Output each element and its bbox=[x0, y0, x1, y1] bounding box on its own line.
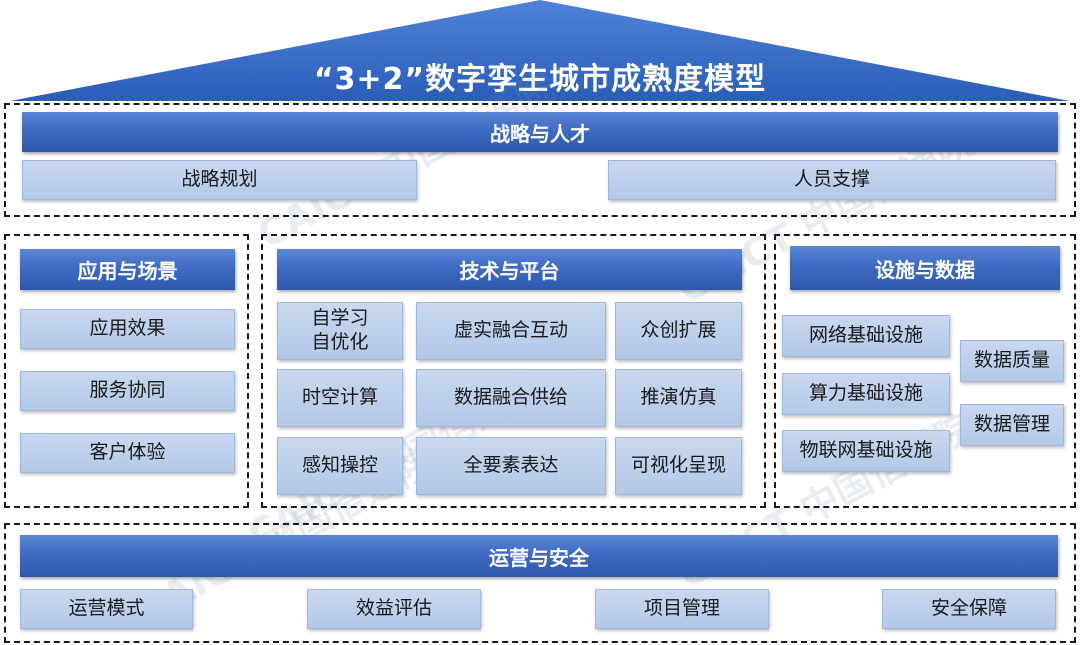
infrastructure-item-computing: 算力基础设施 bbox=[782, 373, 950, 415]
operations-item-mode: 运营模式 bbox=[20, 589, 193, 629]
technology-item-virtual-real: 虚实融合互动 bbox=[416, 302, 606, 360]
infrastructure-item-network: 网络基础设施 bbox=[782, 315, 950, 357]
operations-item-project: 项目管理 bbox=[595, 589, 769, 629]
data-item-management: 数据管理 bbox=[960, 404, 1064, 446]
operations-section bbox=[4, 523, 1076, 643]
roof-shape bbox=[10, 0, 1070, 101]
strategy-item-planning: 战略规划 bbox=[22, 160, 417, 200]
infrastructure-section bbox=[774, 234, 1076, 508]
application-section bbox=[4, 234, 249, 508]
application-item-collaboration: 服务协同 bbox=[20, 371, 235, 411]
technology-item-self-learning: 自学习 自优化 bbox=[277, 302, 403, 360]
technology-item-visualization: 可视化呈现 bbox=[615, 437, 742, 495]
application-item-experience: 客户体验 bbox=[20, 433, 235, 473]
strategy-section bbox=[4, 103, 1076, 217]
infrastructure-item-iot: 物联网基础设施 bbox=[782, 430, 950, 472]
technology-item-crowd-creation: 众创扩展 bbox=[615, 302, 742, 360]
technology-item-simulation: 推演仿真 bbox=[615, 369, 742, 427]
technology-item-spatiotemporal: 时空计算 bbox=[277, 369, 403, 427]
technology-item-data-fusion: 数据融合供给 bbox=[416, 369, 606, 427]
operations-item-evaluation: 效益评估 bbox=[307, 589, 481, 629]
technology-header: 技术与平台 bbox=[277, 249, 742, 290]
technology-item-sensing: 感知操控 bbox=[277, 437, 403, 495]
strategy-item-staff: 人员支撑 bbox=[608, 160, 1056, 200]
application-header: 应用与场景 bbox=[20, 249, 235, 290]
operations-header: 运营与安全 bbox=[20, 535, 1058, 577]
data-item-quality: 数据质量 bbox=[960, 340, 1064, 382]
strategy-header: 战略与人才 bbox=[22, 112, 1058, 152]
application-item-effect: 应用效果 bbox=[20, 309, 235, 349]
diagram-title: “3+2”数字孪生城市成熟度模型 bbox=[313, 62, 767, 97]
technology-section bbox=[261, 234, 766, 508]
operations-item-security: 安全保障 bbox=[882, 589, 1056, 629]
infrastructure-header: 设施与数据 bbox=[790, 246, 1060, 290]
technology-item-full-element: 全要素表达 bbox=[416, 437, 606, 495]
